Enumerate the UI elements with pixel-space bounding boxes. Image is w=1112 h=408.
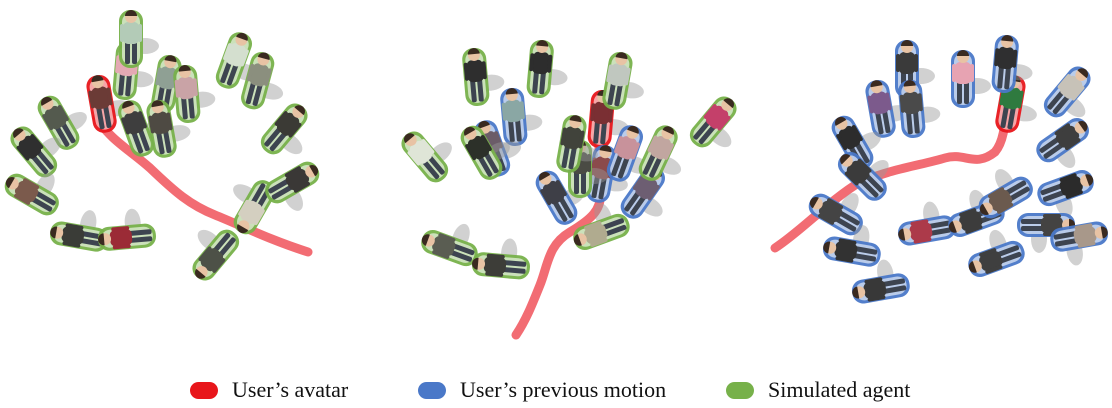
previous-motion-figure [1050, 221, 1109, 266]
previous-motion-figure [978, 169, 1033, 219]
simulated-agent-figure [471, 238, 530, 280]
simulated-agent-figure [10, 126, 61, 178]
simulated-agent-figure [233, 180, 276, 235]
simulated-agent-figure [97, 208, 156, 251]
simulated-agent-figure [37, 95, 87, 150]
simulated-agent-figure [401, 131, 452, 183]
previous-motion-figure [968, 229, 1025, 278]
previous-motion-figure [851, 259, 910, 304]
simulated-agent-figure [215, 32, 259, 89]
simulated-agent-figure [689, 96, 737, 148]
simulated-agent-figure [460, 125, 510, 180]
simulated-agent-figure [192, 229, 240, 281]
simulated-agent-figure [462, 47, 505, 106]
simulated-agent-figure [119, 10, 159, 68]
legend-swatch-users-previous-motion [418, 381, 446, 399]
legend-label-users-previous-motion: User’s previous motion [460, 377, 667, 402]
previous-motion-figure [808, 193, 863, 236]
previous-motion-figure [837, 151, 889, 201]
simulated-agent-figure [173, 64, 216, 123]
users-avatar-figure [995, 74, 1037, 133]
simulated-agent-figure [4, 173, 59, 216]
previous-motion-figure [500, 87, 543, 146]
panel-middle-simulation [401, 39, 737, 340]
previous-motion-figure [586, 144, 628, 203]
simulated-agent-figure [526, 39, 568, 98]
legend-swatch-users-avatar [190, 381, 218, 399]
panel-left-simulation [4, 10, 320, 281]
previous-motion-figure [535, 170, 585, 225]
avatar-trail [92, 113, 313, 257]
users-avatar-figure [86, 74, 131, 133]
legend-label-users-avatar: User’s avatar [232, 377, 349, 402]
previous-motion-figure [991, 34, 1033, 93]
legend-item-users-avatar: User’s avatar [190, 372, 348, 408]
simulated-agent-figure [265, 161, 320, 211]
previous-motion-figure [897, 201, 956, 246]
legend-item-users-previous-motion: User’s previous motion [418, 372, 666, 408]
previous-motion-figure [951, 50, 991, 108]
simulated-agent-figure [421, 223, 478, 267]
simulated-agent-figure [117, 100, 166, 157]
previous-motion-figure [865, 79, 910, 138]
legend-swatch-simulated-agent [726, 381, 754, 399]
simulated-agent-figure [573, 202, 630, 251]
previous-motion-figure [606, 125, 650, 182]
simulated-agent-figure [49, 210, 108, 252]
legend-item-simulated-agent: Simulated agent [726, 372, 910, 408]
simulated-agent-figure [638, 125, 682, 181]
simulated-agent-figure [146, 99, 191, 158]
previous-motion-figure [1036, 118, 1089, 168]
previous-motion-figure [1043, 66, 1091, 118]
previous-motion-figure [831, 115, 881, 170]
previous-motion-figure [898, 79, 941, 138]
simulated-agent-figure [556, 114, 598, 173]
simulated-agent-figure [602, 51, 644, 110]
legend: User’s avatar User’s previous motion Sim… [0, 372, 1112, 408]
simulated-agent-figure [241, 52, 284, 110]
previous-motion-figure [1037, 169, 1094, 218]
simulated-agent-figure [260, 103, 308, 155]
legend-label-simulated-agent: Simulated agent [768, 377, 911, 402]
previous-motion-figure [1017, 213, 1075, 253]
simulated-agent-figure [151, 54, 193, 113]
previous-motion-figure [822, 225, 881, 267]
panel-right-simulation [770, 34, 1109, 304]
